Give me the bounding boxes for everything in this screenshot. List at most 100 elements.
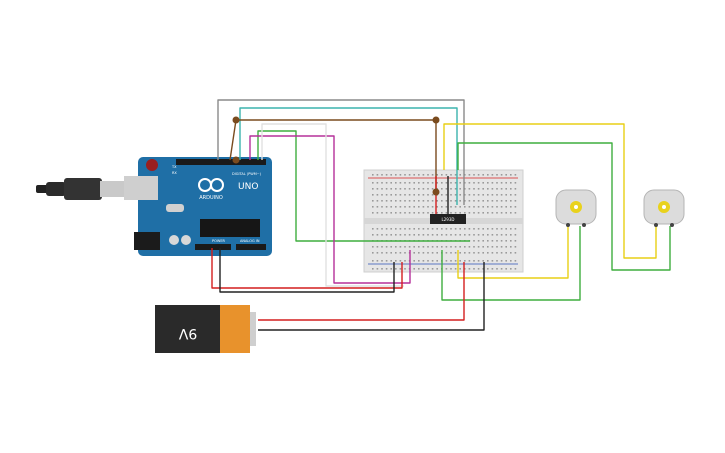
analog-label: ANALOG IN: [240, 239, 260, 243]
breadboard-hole: [500, 228, 503, 230]
breadboard-hole: [473, 200, 475, 202]
breadboard-hole: [454, 246, 457, 248]
breadboard-hole: [477, 174, 480, 176]
breadboard-hole: [450, 188, 452, 190]
breadboard-hole: [390, 200, 392, 202]
breadboard-hole: [427, 246, 429, 248]
breadboard-hole: [385, 188, 388, 190]
breadboard-hole: [491, 182, 494, 184]
breadboard-hole: [464, 174, 466, 176]
breadboard-hole: [372, 246, 374, 248]
breadboard-hole: [464, 228, 466, 230]
breadboard-hole: [376, 268, 379, 270]
breadboard-hole: [422, 260, 425, 262]
breadboard-hole: [500, 182, 503, 184]
breadboard-hole: [408, 174, 411, 176]
power-jack: [134, 232, 160, 250]
breadboard-hole: [376, 212, 379, 214]
breadboard-hole: [372, 234, 374, 236]
breadboard-hole: [404, 182, 406, 184]
breadboard-hole: [427, 260, 429, 262]
breadboard-hole: [491, 194, 494, 196]
breadboard-hole: [427, 174, 429, 176]
breadboard-hole: [413, 260, 415, 262]
breadboard-hole: [491, 174, 494, 176]
breadboard-hole: [477, 228, 480, 230]
breadboard-hole: [385, 228, 388, 230]
breadboard-hole: [454, 228, 457, 230]
wire-red-battery: [258, 262, 465, 321]
breadboard-hole: [408, 194, 411, 196]
breadboard-hole: [496, 246, 498, 248]
breadboard-hole: [376, 228, 379, 230]
breadboard-hole: [477, 260, 480, 262]
breadboard-hole: [427, 200, 429, 202]
breadboard-hole: [436, 200, 438, 202]
breadboard-hole: [496, 206, 498, 208]
breadboard-hole: [422, 228, 425, 230]
breadboard-hole: [408, 182, 411, 184]
breadboard-hole: [477, 246, 480, 248]
breadboard-hole: [372, 182, 374, 184]
breadboard-hole: [422, 182, 425, 184]
reset-button[interactable]: [146, 159, 158, 171]
breadboard-hole: [450, 206, 452, 208]
breadboard-hole: [408, 246, 411, 248]
breadboard-hole: [445, 212, 448, 214]
breadboard-hole: [477, 206, 480, 208]
breadboard-hole: [491, 212, 494, 214]
breadboard-hole: [500, 194, 503, 196]
breadboard-hole: [487, 228, 489, 230]
breadboard-hole: [500, 268, 503, 270]
breadboard-hole: [459, 212, 461, 214]
dc-motor-2[interactable]: [643, 189, 685, 227]
breadboard-hole: [418, 200, 420, 202]
breadboard-hole: [376, 234, 379, 236]
dc-motor-1[interactable]: [555, 189, 597, 227]
analog-header: [236, 244, 266, 250]
wires: [211, 99, 671, 331]
capacitor: [169, 235, 179, 245]
breadboard-hole: [441, 174, 443, 176]
breadboard-hole: [390, 268, 392, 270]
breadboard-hole: [399, 268, 402, 270]
breadboard-hole: [487, 200, 489, 202]
breadboard-hole: [413, 246, 415, 248]
breadboard-hole: [408, 206, 411, 208]
breadboard-hole: [454, 200, 457, 202]
breadboard-hole: [482, 194, 484, 196]
breadboard-hole: [436, 212, 438, 214]
breadboard-hole: [468, 188, 471, 190]
l293d-ic[interactable]: L293D: [430, 214, 466, 224]
breadboard-hole: [436, 260, 438, 262]
battery-label: 9V: [178, 325, 197, 341]
breadboard-hole: [514, 268, 517, 270]
breadboard-hole: [404, 252, 406, 254]
breadboard-hole: [395, 268, 397, 270]
breadboard-hole: [459, 246, 461, 248]
breadboard-hole: [376, 260, 379, 262]
arduino-uno-board[interactable]: ARDUINO UNO DIGITAL (PWM~) POWER ANALOG …: [124, 157, 272, 256]
breadboard-hole: [399, 194, 402, 196]
breadboard-hole: [477, 252, 480, 254]
breadboard-hole: [431, 228, 434, 230]
breadboard-hole: [473, 174, 475, 176]
breadboard-hole: [390, 206, 392, 208]
breadboard-hole: [459, 174, 461, 176]
breadboard-hole: [404, 200, 406, 202]
breadboard-hole: [431, 234, 434, 236]
battery-9v[interactable]: 9V: [155, 305, 256, 353]
breadboard-hole: [505, 206, 507, 208]
breadboard-hole: [413, 234, 415, 236]
breadboard-hole: [408, 212, 411, 214]
breadboard-hole: [431, 252, 434, 254]
breadboard-hole: [441, 228, 443, 230]
breadboard-hole: [395, 188, 397, 190]
breadboard-hole: [505, 246, 507, 248]
breadboard-hole: [464, 252, 466, 254]
breadboard-hole: [418, 260, 420, 262]
breadboard-hole: [500, 246, 503, 248]
breadboard-hole: [385, 260, 388, 262]
breadboard-hole: [441, 188, 443, 190]
model-label: UNO: [238, 182, 258, 192]
